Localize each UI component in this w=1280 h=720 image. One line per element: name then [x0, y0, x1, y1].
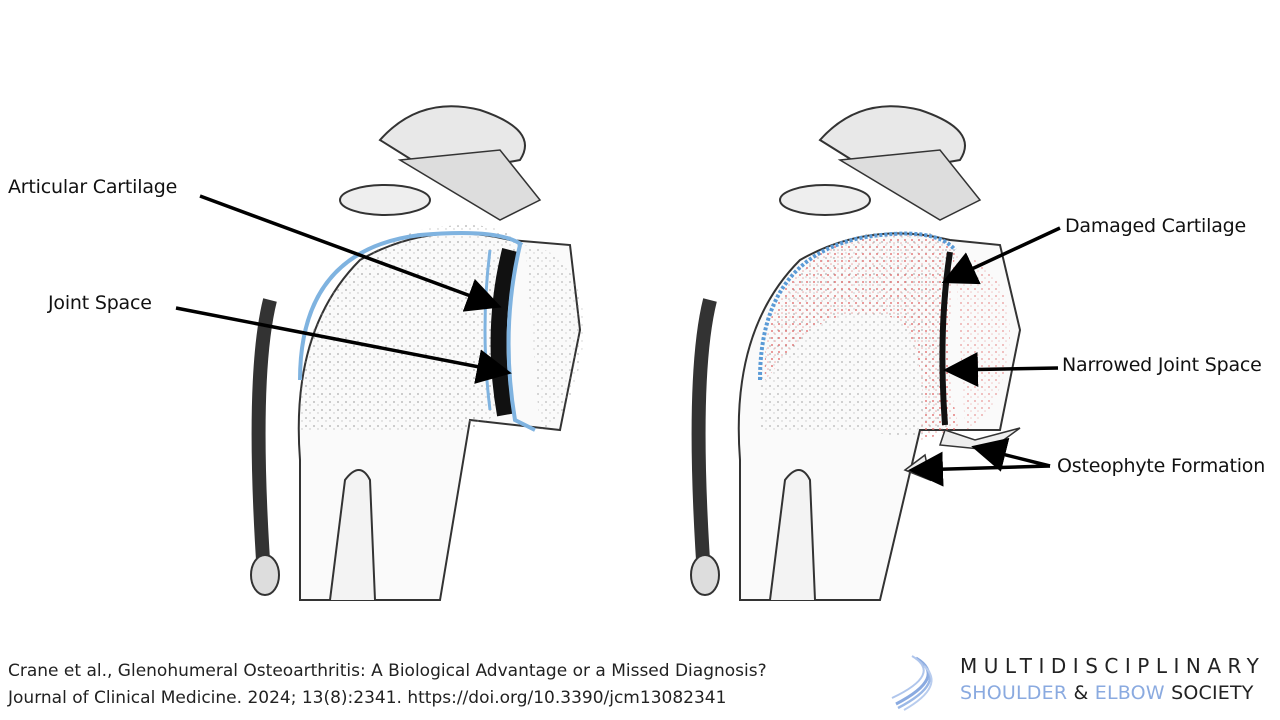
logo-line-1: MULTIDISCIPLINARY — [960, 654, 1266, 678]
label-joint-space: Joint Space — [48, 292, 152, 314]
logo-line-2: SHOULDER & ELBOW SOCIETY — [960, 682, 1254, 704]
label-osteophyte-formation: Osteophyte Formation — [1057, 455, 1266, 477]
swoosh-logo-icon — [891, 655, 933, 711]
label-articular-cartilage: Articular Cartilage — [8, 176, 178, 198]
label-narrowed-joint-space: Narrowed Joint Space — [1062, 354, 1262, 376]
arrow-osteophyte-2 — [908, 451, 1051, 487]
osteoarthritic-shoulder — [690, 105, 1022, 601]
logo-amp: & — [1073, 682, 1089, 704]
label-damaged-cartilage: Damaged Cartilage — [1065, 215, 1246, 237]
citation-line-2: Journal of Clinical Medicine. 2024; 13(8… — [8, 688, 727, 708]
arrow-articular-cartilage — [199, 194, 502, 312]
logo-elbow: ELBOW — [1094, 682, 1165, 704]
arrow-damaged-cartilage — [941, 226, 1061, 285]
logo-society: SOCIETY — [1171, 682, 1254, 704]
logo-shoulder: SHOULDER — [960, 682, 1068, 704]
citation-line-1: Crane et al., Glenohumeral Osteoarthriti… — [8, 661, 767, 681]
arrow-osteophyte-1 — [971, 437, 1051, 472]
healthy-shoulder — [250, 105, 585, 601]
arrow-narrowed-joint-space — [943, 351, 1059, 387]
arrow-joint-space — [175, 306, 512, 384]
society-logo: MULTIDISCIPLINARY SHOULDER & ELBOW SOCIE… — [888, 652, 1278, 712]
